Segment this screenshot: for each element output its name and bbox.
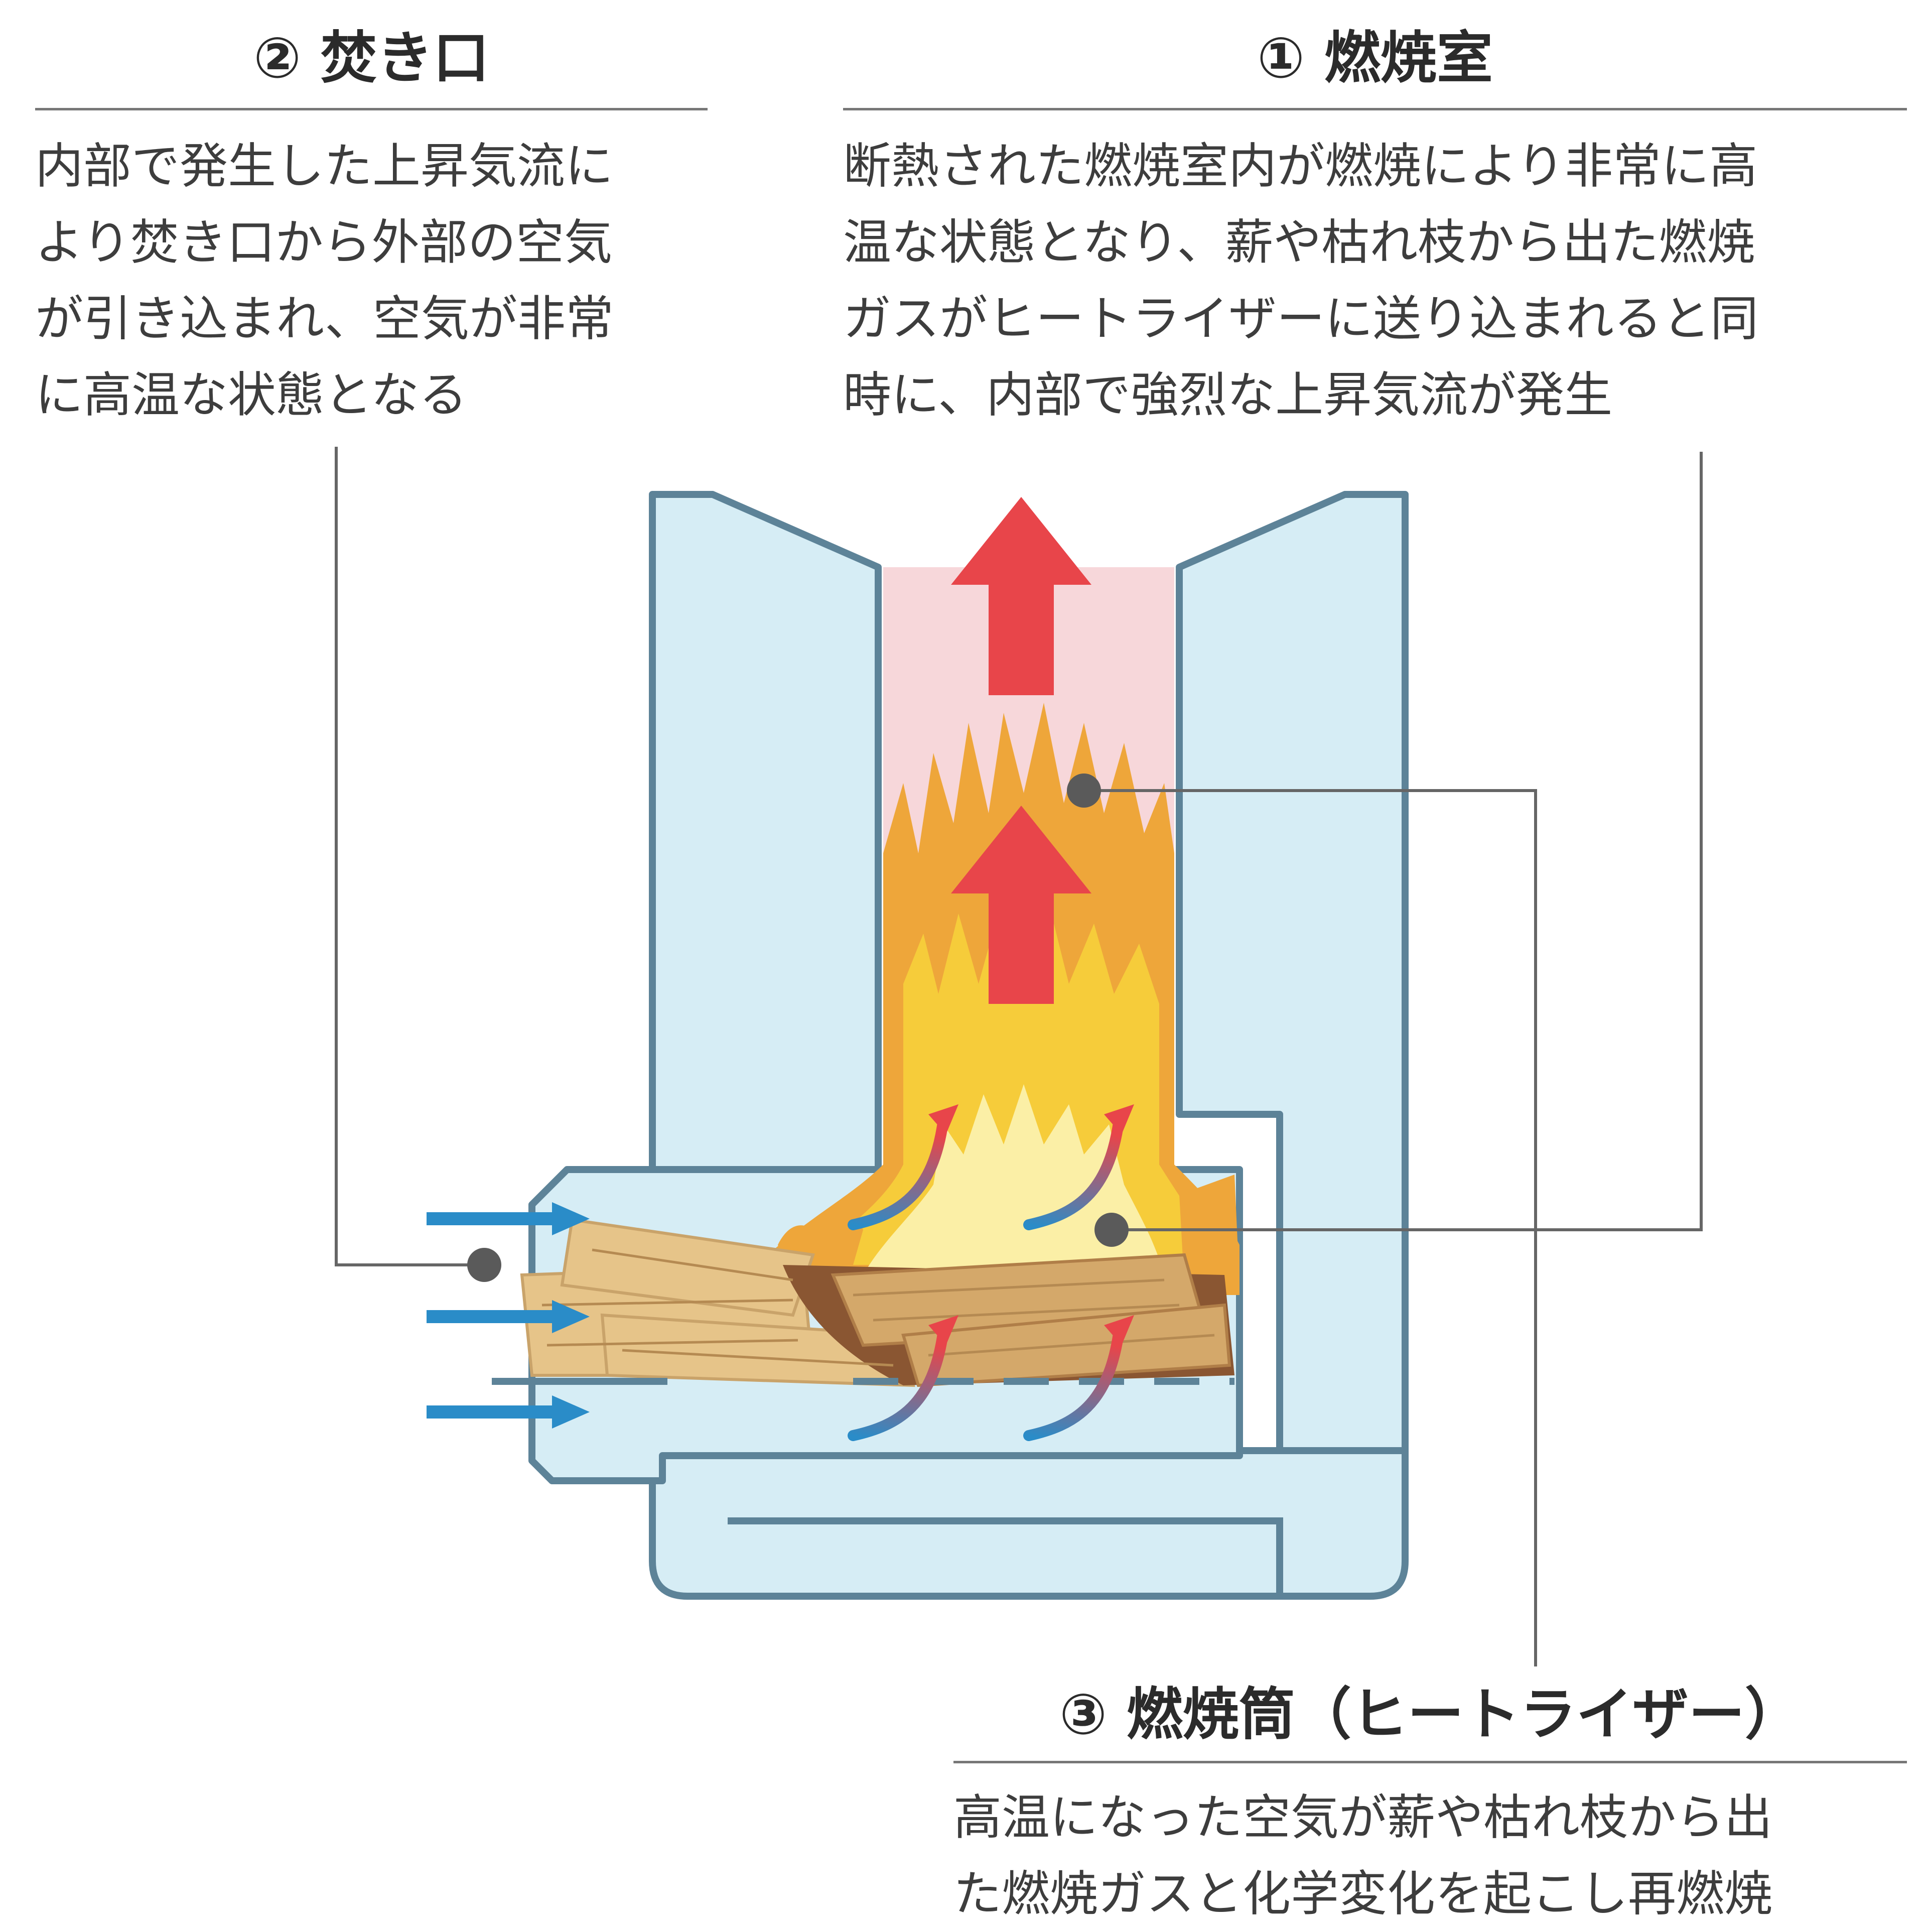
return-channel [728, 1517, 1283, 1596]
up-arrow-icon [951, 806, 1091, 1004]
label-nenshoshitsu-description: 断熱された燃焼室内が燃焼により非常に高 温な状態となり、薪や枯れ枝から出た燃焼 … [843, 128, 1917, 433]
description-line: より焚き口から外部の空気 [35, 214, 613, 271]
right-arrow-icon [427, 1202, 590, 1235]
intake-air-arrows [427, 1202, 590, 1429]
description-line: ガスがヒートライザーに送り込まれると同 [843, 291, 1758, 347]
callout-dot [1094, 1213, 1129, 1247]
flame-inner [863, 1084, 1164, 1275]
label-takiguchi-rule [35, 108, 708, 110]
description-line: 時に、内部で強烈な上昇気流が発生 [843, 367, 1613, 423]
label-nenshotou-description: 高温になった空気が薪や枯れ枝から出 た燃焼ガスと化学変化を起こし再燃焼 [953, 1779, 1917, 1932]
description-line: 断熱された燃焼室内が燃焼により非常に高 [843, 138, 1758, 194]
left-insulation-wall [649, 491, 882, 1173]
label-nenshotou-title: ③ 燃焼筒（ヒートライザー） [1059, 1682, 1801, 1747]
label-nenshoshitsu-title: ① 燃焼室 [1257, 26, 1493, 91]
hot-air-curls [848, 1104, 1134, 1441]
description-line: 温な状態となり、薪や枯れ枝から出た燃焼 [843, 214, 1755, 271]
firewood [520, 1218, 1234, 1387]
leader-lines [335, 447, 1703, 1666]
label-takiguchi-title: ② 焚き口 [253, 26, 489, 91]
right-insulation-wall [1176, 491, 1409, 1454]
rising-air-arrows [951, 497, 1091, 1004]
label-nenshoshitsu-rule [843, 108, 1907, 110]
label-takiguchi-description: 内部で発生した上昇気流に より焚き口から外部の空気 が引き込まれ、空気が非常 に… [35, 128, 718, 433]
right-arrow-icon [427, 1300, 590, 1333]
right-arrow-icon [427, 1395, 590, 1429]
callout-dot [1067, 774, 1101, 808]
log [560, 1218, 815, 1317]
description-line: た燃焼ガスと化学変化を起こし再燃焼 [953, 1866, 1772, 1922]
label-nenshotou-rule [953, 1761, 1907, 1763]
description-line: 高温になった空気が薪や枯れ枝から出 [953, 1789, 1772, 1846]
description-line: 内部で発生した上昇気流に [35, 138, 613, 194]
description-line: が引き込まれ、空気が非常 [35, 291, 614, 347]
description-line: に高温な状態となる [35, 367, 468, 423]
callout-dot [467, 1248, 501, 1282]
up-arrow-icon [951, 497, 1091, 695]
